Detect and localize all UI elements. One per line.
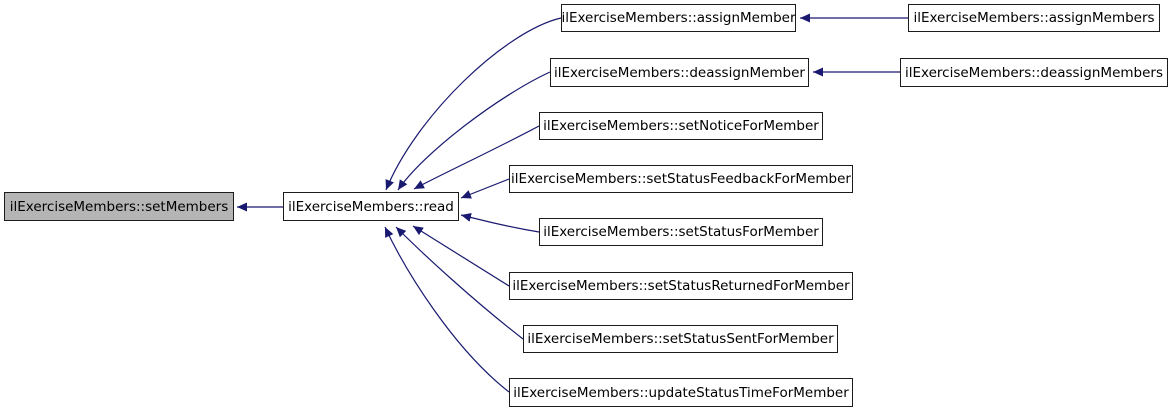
node-deassignMember[interactable]: ilExerciseMembers::deassignMember — [550, 58, 809, 87]
edge-setStatusSentForMember-to-read — [395, 226, 524, 340]
node-setMembers: ilExerciseMembers::setMembers — [4, 192, 234, 221]
edge-setStatusReturnedForMember-to-read — [412, 225, 510, 287]
node-setNoticeForMember[interactable]: ilExerciseMembers::setNoticeForMember — [539, 112, 823, 140]
node-assignMembers[interactable]: ilExerciseMembers::assignMembers — [908, 4, 1160, 32]
node-updateStatusTimeForMember[interactable]: ilExerciseMembers::updateStatusTimeForMe… — [509, 378, 853, 407]
node-read[interactable]: ilExerciseMembers::read — [283, 192, 459, 221]
edge-setStatusFeedbackForMember-to-read — [460, 178, 510, 199]
node-assignMember[interactable]: ilExerciseMembers::assignMember — [561, 4, 796, 32]
node-setStatusSentForMember[interactable]: ilExerciseMembers::setStatusSentForMembe… — [523, 325, 838, 353]
node-setStatusFeedbackForMember[interactable]: ilExerciseMembers::setStatusFeedbackForM… — [509, 165, 853, 193]
node-setStatusForMember[interactable]: ilExerciseMembers::setStatusForMember — [539, 218, 823, 246]
edge-updateStatusTimeForMember-to-read — [384, 226, 510, 393]
node-setStatusReturnedForMember[interactable]: ilExerciseMembers::setStatusReturnedForM… — [509, 272, 853, 300]
node-deassignMembers[interactable]: ilExerciseMembers::deassignMembers — [900, 58, 1168, 87]
edge-setStatusForMember-to-read — [460, 213, 540, 233]
